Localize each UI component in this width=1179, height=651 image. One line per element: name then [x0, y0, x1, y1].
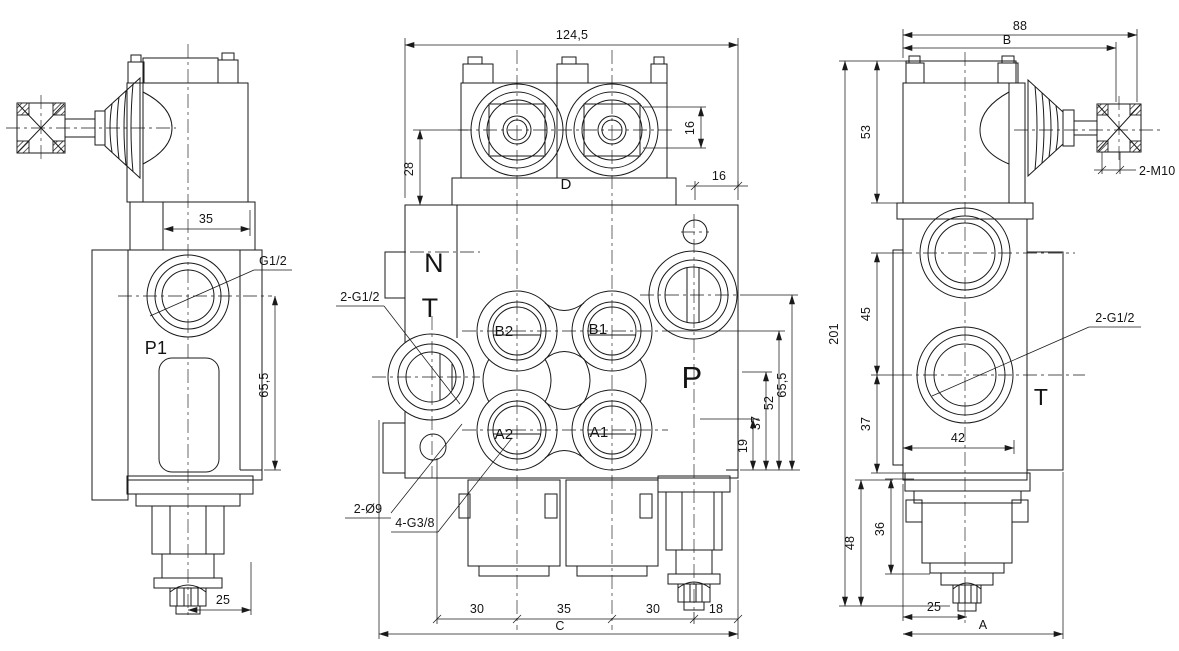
callout-2-g12-right: 2-G1/2: [1095, 311, 1134, 325]
dim-45: 45: [859, 307, 873, 321]
dim-88: 88: [1013, 19, 1027, 33]
callout-2-dia9: 2-Ø9: [354, 502, 383, 516]
right-side-view: 88 B 53 201 45 37 42 48: [827, 19, 1175, 639]
dim-37-right: 37: [859, 417, 873, 431]
callout-g12-left: G1/2: [259, 254, 287, 268]
dim-35-left: 35: [199, 212, 213, 226]
callout-2-m10: 2-M10: [1139, 164, 1175, 178]
dim-36: 36: [873, 522, 887, 536]
mount-ear-upper: [384, 251, 406, 299]
mount-ear-lower: [382, 422, 406, 474]
centerlines-left: [6, 44, 272, 618]
centerlines-front: [372, 50, 750, 630]
callout-4-g38: 4-G3/8: [395, 516, 434, 530]
valve-body-front: [382, 204, 739, 479]
dim-28: 28: [402, 162, 416, 176]
dim-65-5-left: 65,5: [257, 372, 271, 397]
dim-65-5-front: 65,5: [775, 372, 789, 397]
mount-plate-right: [892, 249, 904, 466]
dim-19: 19: [736, 439, 750, 453]
dimensions-left: 35 G1/2 P1 65,5 25: [145, 210, 292, 615]
front-view: 124,5 28 16 16 D N T P B2 B1 A2 A1 2-G1/…: [336, 28, 800, 639]
label-p1: P1: [145, 338, 167, 358]
dim-18: 18: [709, 602, 723, 616]
dim-16-edge: 16: [712, 169, 726, 183]
lever-assembly-right: [1027, 78, 1142, 178]
dim-16-vert: 16: [683, 121, 697, 135]
dim-124-5: 124,5: [556, 28, 588, 42]
t-port-block: [1026, 251, 1064, 471]
dim-37-front: 37: [749, 416, 763, 430]
dim-52: 52: [762, 396, 776, 410]
label-n: N: [424, 248, 444, 278]
dim-53: 53: [859, 125, 873, 139]
rubber-boot: [104, 76, 141, 180]
dimensions-front: 124,5 28 16 16 D N T P B2 B1 A2 A1 2-G1/…: [336, 28, 800, 639]
label-t-right: T: [1034, 384, 1048, 410]
label-a2: A2: [495, 426, 514, 443]
mount-hole: [419, 433, 447, 461]
label-p: P: [682, 360, 703, 395]
dim-25-right: 25: [927, 600, 941, 614]
mount-plate-left: [91, 249, 129, 501]
left-side-view: 35 G1/2 P1 65,5 25: [6, 44, 292, 618]
dim-201: 201: [827, 323, 841, 344]
valve-body-right: [892, 207, 1064, 481]
relief-valve-right: [904, 472, 1031, 612]
dimensions-right: 88 B 53 201 45 37 42 48: [827, 19, 1175, 639]
dim-35-mid: 35: [557, 602, 571, 616]
dim-30-left: 30: [470, 602, 484, 616]
pilot-housing-left: [126, 52, 256, 251]
relief-valve-left: [126, 475, 254, 615]
dim-42: 42: [951, 431, 965, 445]
label-a1: A1: [590, 424, 609, 441]
dim-b: B: [1003, 33, 1012, 47]
label-d: D: [560, 176, 571, 193]
dim-a: A: [979, 618, 988, 632]
spool-slot: [158, 357, 220, 473]
label-t-front: T: [422, 293, 439, 323]
dim-25-left: 25: [216, 593, 230, 607]
label-b1: B1: [589, 321, 608, 338]
label-b2: B2: [495, 323, 514, 340]
dim-c: C: [555, 619, 564, 633]
dim-30-right: 30: [646, 602, 660, 616]
valve-body-left: [91, 249, 263, 501]
callout-2-g12-front: 2-G1/2: [340, 290, 379, 304]
dim-48: 48: [843, 536, 857, 550]
centerlines-right: [898, 52, 1163, 624]
spool-caps-front: [458, 479, 659, 577]
